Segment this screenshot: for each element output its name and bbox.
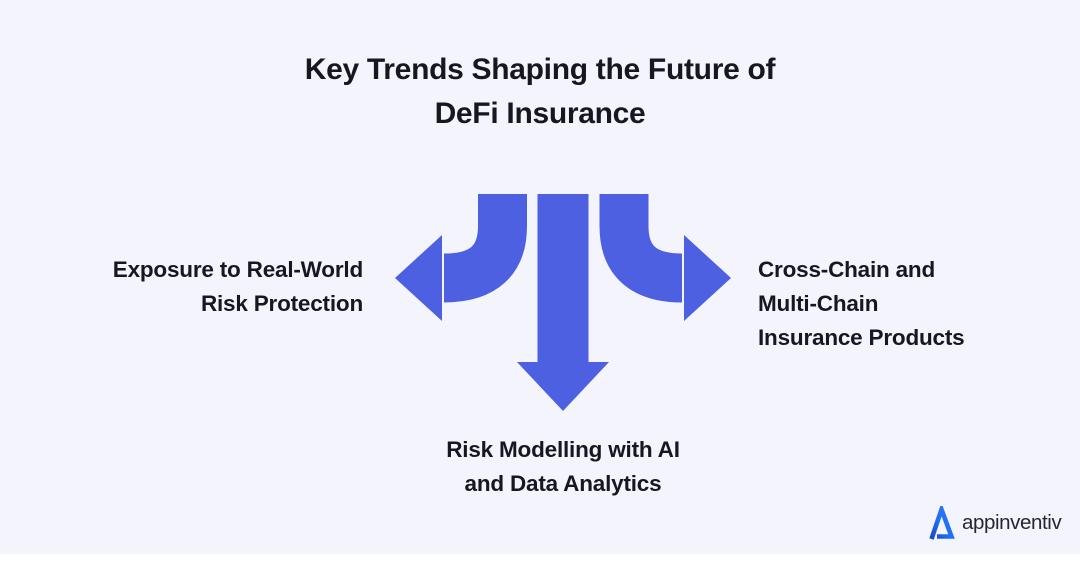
trend-label-cross-chain-products: Cross-Chain and Multi-Chain Insurance Pr… [758,253,1058,355]
appinventiv-logo-text: appinventiv [962,511,1062,534]
appinventiv-logo-icon [929,505,955,540]
left-curved-arrow-icon [395,194,527,321]
appinventiv-logo: appinventiv [928,504,1062,542]
trend-right-line-1: Cross-Chain and [758,257,936,282]
page-title: Key Trends Shaping the Future of DeFi In… [0,48,1080,136]
trend-left-line-2: Risk Protection [200,291,363,316]
page-title-line-1: Key Trends Shaping the Future of [304,53,776,86]
trend-label-exposure-risk-protection: Exposure to Real-World Risk Protection [60,253,363,321]
trend-label-risk-modelling-ai: Risk Modelling with AI and Data Analytic… [373,433,753,501]
trend-bottom-line-2: and Data Analytics [464,471,662,496]
trend-right-line-2: Multi-Chain [758,291,879,316]
three-way-arrows-graphic [395,194,731,411]
bottom-white-strip [0,554,1080,561]
down-arrow-icon [517,194,609,411]
trend-bottom-line-1: Risk Modelling with AI [446,437,680,462]
trend-left-line-1: Exposure to Real-World [112,257,363,282]
trend-right-line-3: Insurance Products [758,325,965,350]
page-title-line-2: DeFi Insurance [434,97,646,130]
right-curved-arrow-icon [599,194,731,321]
